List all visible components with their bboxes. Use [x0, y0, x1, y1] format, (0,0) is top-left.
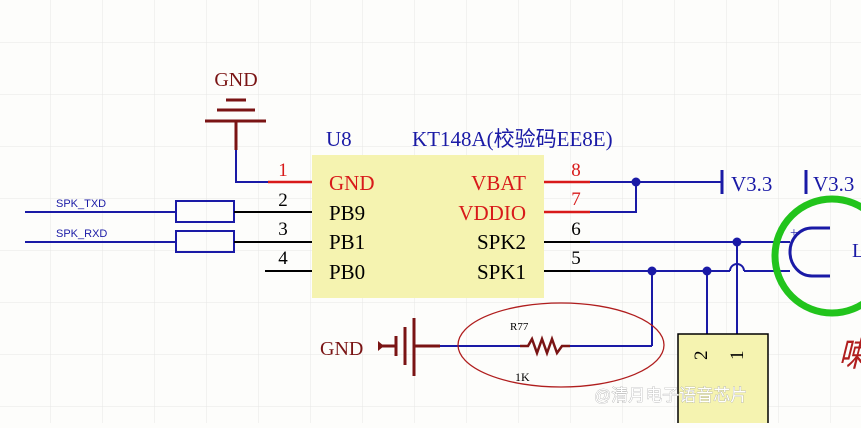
pin-name-pb9: PB9 — [329, 201, 365, 225]
resistor-body — [520, 335, 570, 357]
gnd-symbol-left: GND — [320, 318, 440, 376]
pin-num-4: 4 — [278, 248, 288, 269]
pin-name-gnd: GND — [329, 171, 375, 195]
speaker-symbol: + L — [788, 226, 861, 278]
net-label-spk-rxd: SPK_RXD — [56, 228, 107, 240]
gnd-symbol-top: GND — [205, 69, 266, 150]
pin-name-spk1: SPK1 — [477, 260, 526, 284]
speaker-wires — [590, 237, 790, 346]
resistor-highlight-ellipse — [457, 302, 665, 388]
pin-name-pb0: PB0 — [329, 260, 365, 284]
gnd-label-top: GND — [214, 69, 257, 91]
connector-pin-2: 2 — [691, 351, 712, 361]
pin-name-vddio: VDDIO — [458, 201, 526, 225]
speaker-label: L — [852, 240, 861, 262]
speaker-plus: + — [790, 226, 798, 241]
pin-num-7: 7 — [571, 189, 581, 210]
left-pins: 1 2 3 4 GND PB9 PB1 PB0 — [268, 160, 375, 284]
watermark: @清月电子语音芯片 — [594, 386, 747, 405]
pin-name-spk2: SPK2 — [477, 230, 526, 254]
pin-num-8: 8 — [571, 160, 581, 181]
chip-body — [312, 155, 544, 298]
chip-ref: U8 — [326, 127, 352, 151]
pin-name-vbat: VBAT — [471, 171, 526, 195]
power-wires — [590, 170, 808, 213]
connector-pin-1: 1 — [727, 351, 748, 361]
wire-gnd-pin1 — [235, 150, 268, 183]
pin-num-1: 1 — [278, 160, 288, 181]
pin-num-6: 6 — [571, 219, 581, 240]
resistor-ref: R77 — [510, 321, 529, 333]
chip-part: KT148A(校验码EE8E) — [412, 127, 613, 151]
pin-num-3: 3 — [278, 219, 288, 240]
annotation-char: 喇 — [838, 337, 861, 374]
pin-name-pb1: PB1 — [329, 230, 365, 254]
pin-num-2: 2 — [278, 190, 288, 211]
pin-num-5: 5 — [571, 248, 581, 269]
gnd-label-left: GND — [320, 338, 363, 360]
right-pins: 8 7 6 5 VBAT VDDIO SPK2 SPK1 — [458, 160, 590, 284]
connector-body — [677, 333, 769, 423]
resistor-value: 1K — [515, 370, 530, 384]
vcc-label-2: V3.3 — [813, 172, 854, 196]
net-label-spk-txd: SPK_TXD — [56, 198, 106, 210]
speaker-highlight-circle — [771, 195, 861, 317]
serial-nets — [25, 200, 268, 272]
vcc-label-1: V3.3 — [731, 172, 772, 196]
